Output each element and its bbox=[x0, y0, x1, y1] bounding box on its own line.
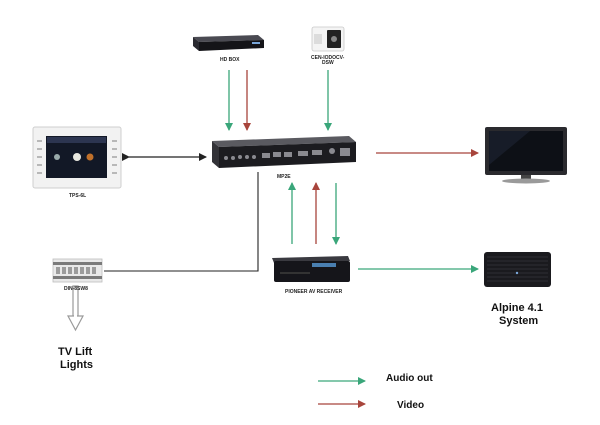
receiver-label: PIONEER AV RECEIVER bbox=[285, 289, 343, 295]
legend: Audio out Video bbox=[318, 373, 433, 411]
din-control-line bbox=[104, 172, 259, 272]
speaker-system-icon bbox=[484, 252, 551, 287]
alpine-label-line2: System bbox=[499, 315, 538, 327]
hd-box-label: HD BOX bbox=[220, 57, 240, 63]
dock-label-line2: DSW bbox=[322, 60, 334, 66]
tv-lift-arrow bbox=[66, 285, 85, 332]
legend-audio-label: Audio out bbox=[386, 373, 433, 384]
av-receiver-icon bbox=[272, 256, 350, 282]
din-label: DIN-8SW8 bbox=[64, 286, 88, 292]
tv-lift-label-line1: TV Lift bbox=[58, 346, 93, 358]
control-processor-icon bbox=[212, 136, 356, 168]
legend-video-label: Video bbox=[397, 400, 424, 411]
tv-lift-label-line2: Lights bbox=[60, 359, 93, 371]
tps-label: TPS-6L bbox=[69, 193, 86, 199]
set-top-box-icon bbox=[193, 35, 264, 51]
dock-label-line1: CEN-IODOCV- bbox=[311, 55, 345, 61]
dock-icon bbox=[311, 26, 345, 52]
alpine-label-line1: Alpine 4.1 bbox=[491, 302, 543, 314]
din-rail-module-icon bbox=[52, 258, 103, 283]
mp2e-label: MP2E bbox=[277, 174, 291, 180]
flat-tv-icon bbox=[485, 127, 567, 184]
touch-panel-icon bbox=[32, 126, 122, 189]
